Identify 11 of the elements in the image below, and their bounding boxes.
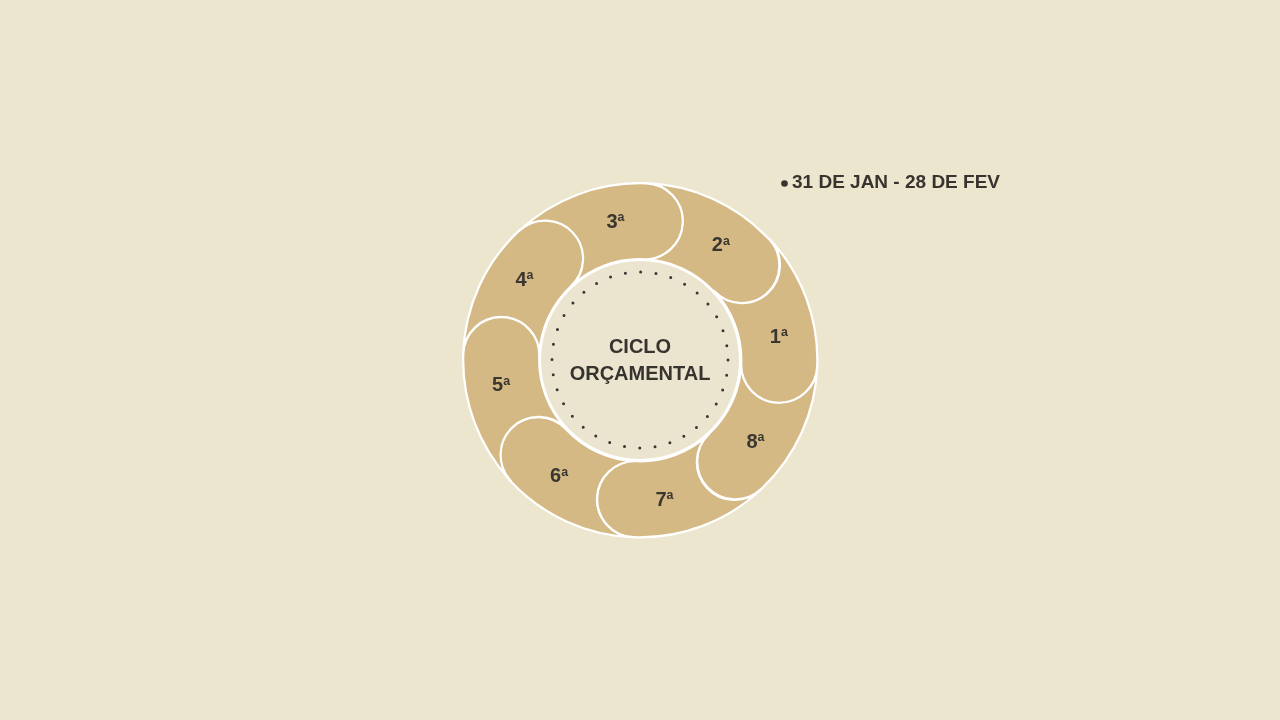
date-label: 31 DE JAN - 28 DE FEV xyxy=(792,171,1001,193)
ordinal-label: 6$^{a}$ xyxy=(550,465,569,486)
ordinal-label: 2$^{a}$ xyxy=(711,234,730,255)
ordinal-label: 3$^{a}$ xyxy=(606,211,625,232)
ring-segment xyxy=(712,238,819,404)
ordinal-label: 8$^{a}$ xyxy=(746,430,765,451)
ordinal-label: 4$^{a}$ xyxy=(515,269,534,290)
ordinal-label: 1$^{a}$ xyxy=(769,325,788,346)
ordinal-label: 5$^{a}$ xyxy=(492,374,511,395)
ordinal-label: 7$^{a}$ xyxy=(655,488,674,509)
center-title: CICLO ORÇAMENTAL xyxy=(568,334,712,386)
